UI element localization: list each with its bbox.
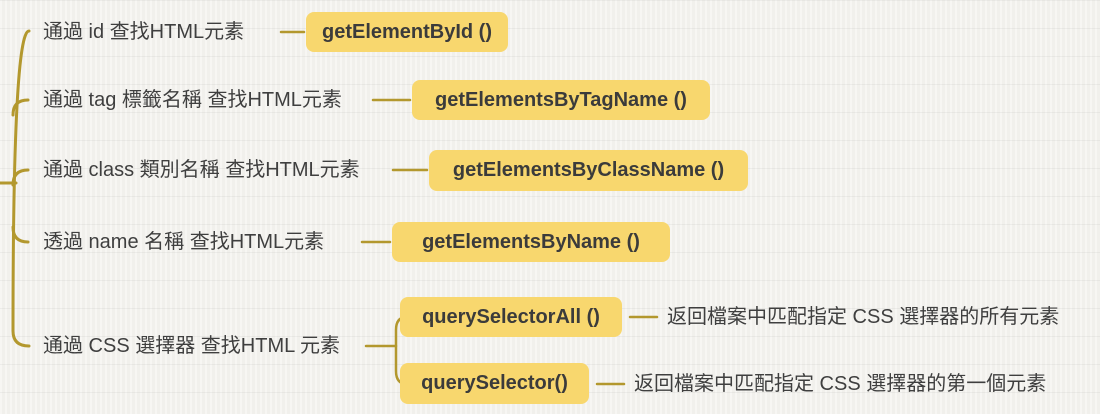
description-queryselector[interactable]: 返回檔案中匹配指定 CSS 選擇器的第一個元素 xyxy=(634,373,1047,395)
description-queryselectorall[interactable]: 返回檔案中匹配指定 CSS 選擇器的所有元素 xyxy=(667,306,1060,328)
topic-by-id[interactable]: 通過 id 查找HTML元素 xyxy=(43,21,245,43)
spine-path xyxy=(11,29,31,348)
topic-by-name[interactable]: 透過 name 名稱 查找HTML元素 xyxy=(43,231,325,253)
method-node-getelementsbyname[interactable]: getElementsByName () xyxy=(392,222,670,262)
method-node-queryselectorall[interactable]: querySelectorAll () xyxy=(400,297,622,337)
branch-curve-name xyxy=(11,225,30,244)
method-node-getelementsbyclassname[interactable]: getElementsByClassName () xyxy=(429,150,748,191)
topic-by-tag[interactable]: 通過 tag 標籤名稱 查找HTML元素 xyxy=(43,89,342,111)
topic-by-class[interactable]: 通過 class 類別名稱 查找HTML元素 xyxy=(43,159,360,181)
branch-curve-tag xyxy=(11,98,30,117)
method-node-queryselector[interactable]: querySelector() xyxy=(400,363,589,404)
method-node-getelementbyid[interactable]: getElementById () xyxy=(306,12,508,52)
branch-curve-class xyxy=(11,168,30,187)
method-node-getelementsbytagname[interactable]: getElementsByTagName () xyxy=(412,80,710,120)
topic-by-css-selector[interactable]: 通過 CSS 選擇器 查找HTML 元素 xyxy=(43,335,341,357)
